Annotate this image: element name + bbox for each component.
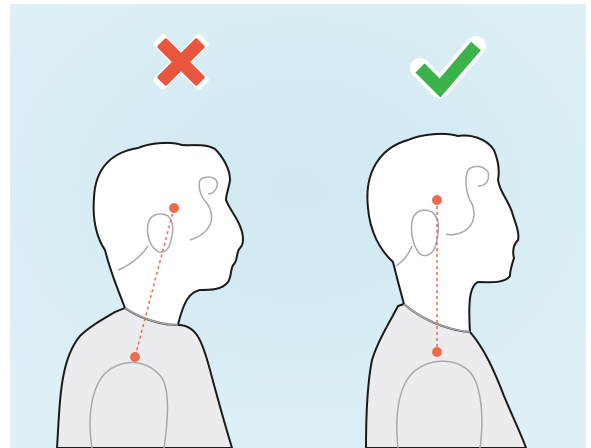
incorrect-shoulder-marker [130,352,140,362]
correct-ear-marker [432,195,442,205]
incorrect-ear-marker [169,203,179,213]
correct-figure-ear [411,210,438,255]
correct-shoulder-marker [432,347,442,357]
